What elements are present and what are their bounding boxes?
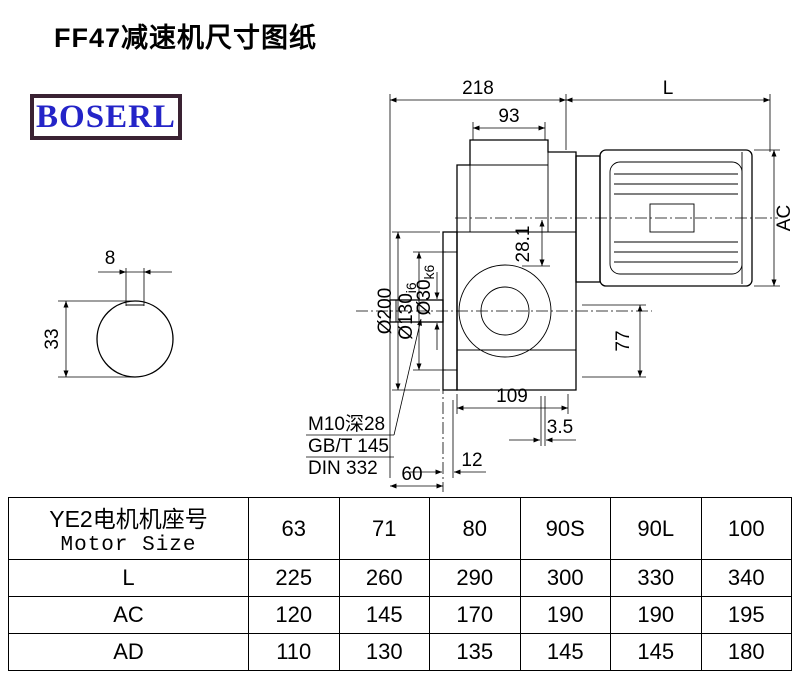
value-AD-71: 130 bbox=[338, 633, 430, 671]
dim-60-label: 60 bbox=[401, 464, 422, 485]
dim-218-label: 218 bbox=[462, 78, 494, 99]
value-AD-63: 110 bbox=[248, 633, 340, 671]
dimension-lines: 218 L 93 AC Ø200 Ø130i6 Ø30k6 bbox=[375, 78, 795, 489]
row-label-AD: AD bbox=[8, 633, 249, 671]
row-label-L: L bbox=[8, 559, 249, 597]
value-AC-71: 145 bbox=[338, 596, 430, 634]
size-100: 100 bbox=[700, 497, 792, 560]
dim-109-label: 109 bbox=[496, 386, 528, 407]
size-90L: 90L bbox=[610, 497, 702, 560]
value-L-90L: 330 bbox=[610, 559, 702, 597]
value-L-71: 260 bbox=[338, 559, 430, 597]
value-AC-80: 170 bbox=[429, 596, 521, 634]
value-AD-90L: 145 bbox=[610, 633, 702, 671]
motor-size-table: YE2电机机座号 Motor Size 63 71 80 90S 90L 100… bbox=[8, 497, 792, 671]
dim-AC-label: AC bbox=[774, 205, 795, 231]
value-L-80: 290 bbox=[429, 559, 521, 597]
table-row-AD: AD 110 130 135 145 145 180 bbox=[8, 633, 792, 671]
page-title: FF47减速机尺寸图纸 bbox=[54, 23, 318, 53]
table-header-row: YE2电机机座号 Motor Size 63 71 80 90S 90L 100 bbox=[8, 497, 792, 560]
size-80: 80 bbox=[429, 497, 521, 560]
value-AC-90L: 190 bbox=[610, 596, 702, 634]
dim-3-5-label: 3.5 bbox=[547, 417, 573, 438]
table-header-motor-size: YE2电机机座号 Motor Size bbox=[8, 497, 249, 560]
dim-8-label: 8 bbox=[105, 248, 116, 269]
table-row-L: L 225 260 290 300 330 340 bbox=[8, 559, 792, 597]
size-63: 63 bbox=[248, 497, 340, 560]
row-label-AC: AC bbox=[8, 596, 249, 634]
value-AD-100: 180 bbox=[700, 633, 792, 671]
brand-logo-text: BOSERL bbox=[36, 98, 176, 135]
value-L-100: 340 bbox=[700, 559, 792, 597]
dim-33-label: 33 bbox=[42, 328, 63, 349]
value-L-63: 225 bbox=[248, 559, 340, 597]
dim-L-label: L bbox=[663, 78, 674, 99]
dim-28-1-label: 28.1 bbox=[513, 226, 534, 263]
note-gbt-label: GB/T 145 bbox=[308, 436, 389, 457]
brand-logo: BOSERL bbox=[30, 94, 182, 140]
dim-130-label: Ø130i6 bbox=[396, 282, 419, 340]
header-label-en: Motor Size bbox=[60, 534, 197, 557]
tapped-hole-notes: M10深28 GB/T 145 DIN 332 bbox=[306, 318, 422, 479]
dim-200-label: Ø200 bbox=[375, 288, 396, 334]
header-label-cn: YE2电机机座号 bbox=[49, 506, 208, 532]
size-71: 71 bbox=[338, 497, 430, 560]
dim-30-label: Ø30k6 bbox=[414, 264, 437, 315]
value-AC-63: 120 bbox=[248, 596, 340, 634]
table-row-AC: AC 120 145 170 190 190 195 bbox=[8, 596, 792, 634]
dim-93-label: 93 bbox=[498, 106, 519, 127]
value-AC-90S: 190 bbox=[519, 596, 611, 634]
value-AC-100: 195 bbox=[700, 596, 792, 634]
value-L-90S: 300 bbox=[519, 559, 611, 597]
value-AD-80: 135 bbox=[429, 633, 521, 671]
size-90S: 90S bbox=[519, 497, 611, 560]
shaft-cross-section: 8 33 bbox=[42, 248, 174, 378]
dim-12-label: 12 bbox=[461, 450, 482, 471]
value-AD-90S: 145 bbox=[519, 633, 611, 671]
dim-77-label: 77 bbox=[613, 330, 634, 351]
note-din-label: DIN 332 bbox=[308, 458, 378, 479]
note-tap-label: M10深28 bbox=[308, 413, 385, 435]
reducer-outline bbox=[356, 139, 778, 492]
